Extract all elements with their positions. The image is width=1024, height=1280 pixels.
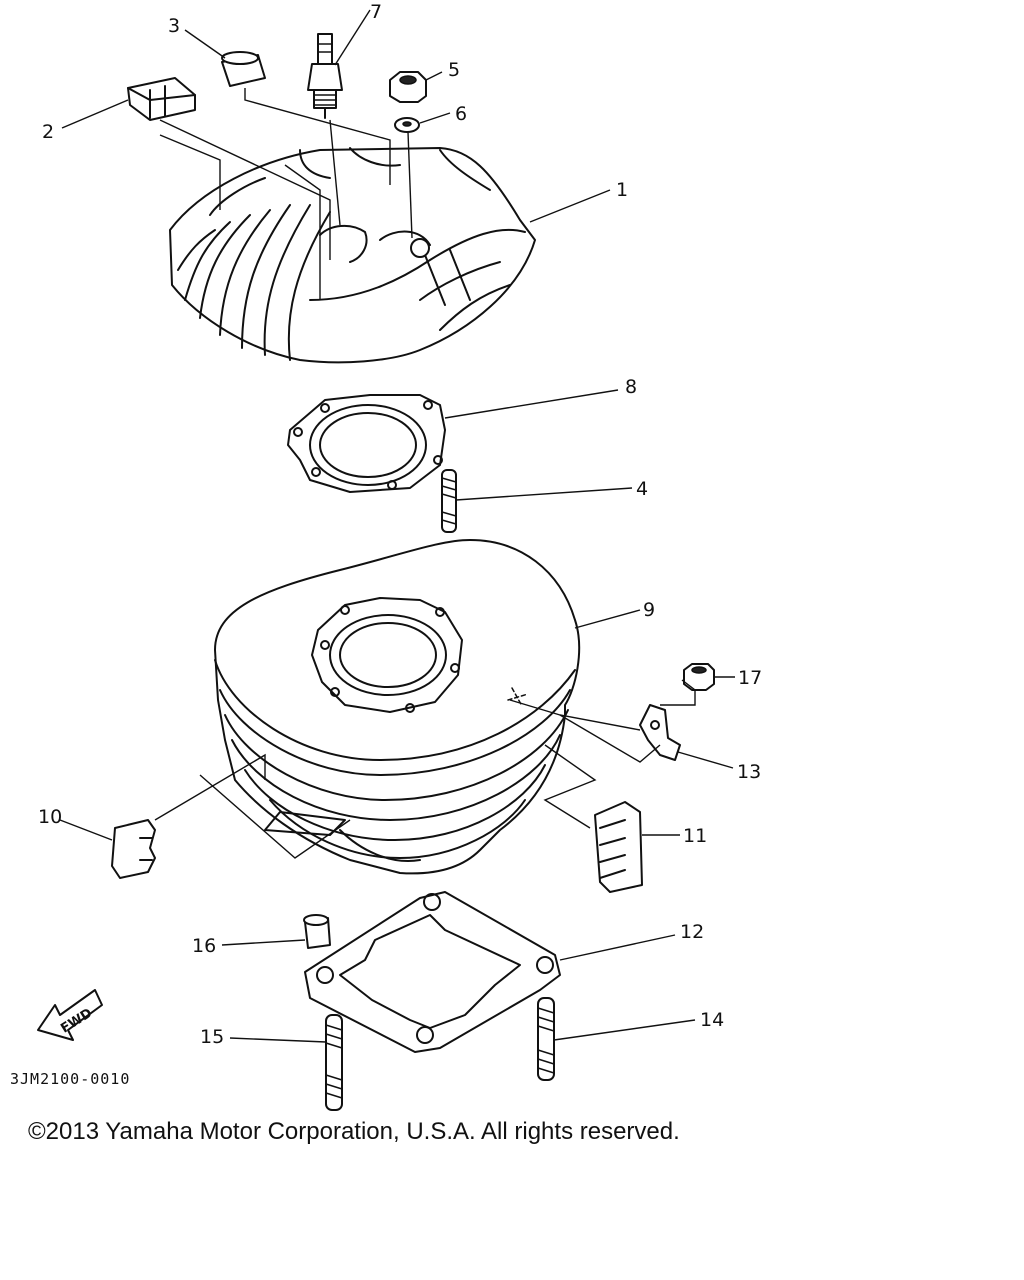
callout-16: 16 — [192, 935, 216, 957]
bracket — [639, 704, 681, 761]
callout-13: 13 — [737, 761, 761, 783]
callout-12: 12 — [680, 921, 704, 943]
callout-4: 4 — [636, 478, 648, 500]
damper-11 — [594, 801, 643, 893]
callout-14: 14 — [700, 1009, 724, 1031]
callout-11: 11 — [683, 825, 707, 847]
base-gasket — [304, 891, 561, 1053]
damper-3 — [221, 51, 266, 87]
callout-17: 17 — [738, 667, 762, 689]
cylinder-head — [169, 147, 536, 364]
diagram-code: 3JM2100-0010 — [10, 1070, 130, 1088]
damper-10 — [111, 819, 156, 879]
callout-3: 3 — [168, 15, 180, 37]
callout-1: 1 — [616, 179, 628, 201]
callout-15: 15 — [200, 1026, 224, 1048]
plug-16 — [303, 914, 331, 949]
callout-numbers: 3 7 5 6 2 1 8 4 9 17 13 10 11 12 16 15 1… — [38, 1, 762, 1048]
washer — [394, 117, 420, 133]
damper-2 — [127, 77, 196, 121]
forward-arrow-icon: FWD — [37, 989, 103, 1041]
callout-2: 2 — [42, 121, 54, 143]
cylinder — [214, 539, 581, 875]
callout-8: 8 — [625, 376, 637, 398]
callout-5: 5 — [448, 59, 460, 81]
head-gasket — [287, 394, 446, 493]
callout-9: 9 — [643, 599, 655, 621]
bracket-bolt — [683, 663, 715, 691]
stud-14 — [537, 997, 555, 1081]
leader-lines — [59, 9, 735, 1043]
spark-plug — [307, 33, 343, 119]
callout-6: 6 — [455, 103, 467, 125]
stud-4 — [441, 469, 457, 533]
callout-7: 7 — [370, 1, 382, 23]
stud-15 — [325, 1014, 343, 1111]
copyright-notice: ©2013 Yamaha Motor Corporation, U.S.A. A… — [28, 1118, 680, 1145]
callout-10: 10 — [38, 806, 62, 828]
head-nut — [389, 71, 427, 103]
